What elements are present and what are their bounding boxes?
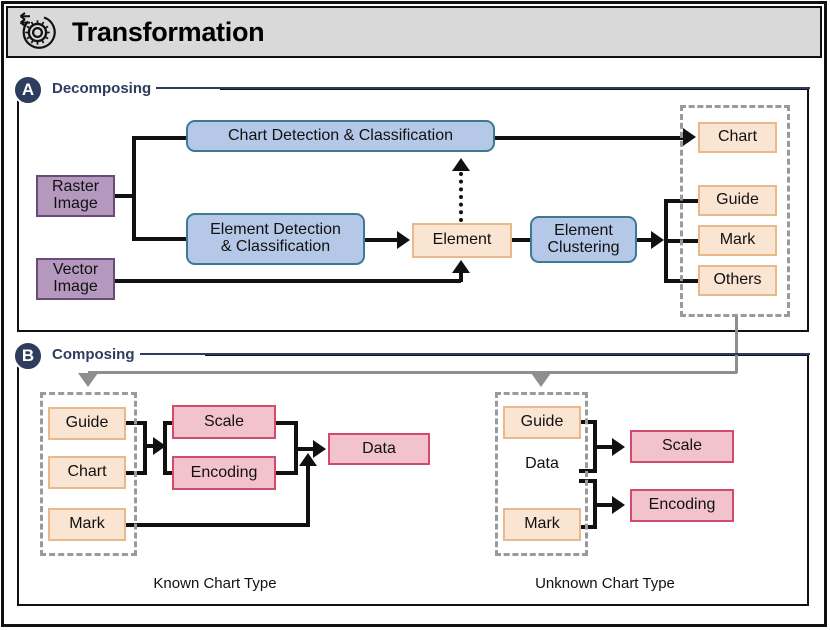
decomposing-outputs-group bbox=[680, 105, 790, 317]
gray-conn-horizontal bbox=[88, 371, 737, 374]
node-element-clustering[interactable]: Element Clustering bbox=[530, 216, 637, 263]
node-unknown-encoding[interactable]: Encoding bbox=[630, 489, 734, 522]
arrow-unknown-to-encoding bbox=[612, 496, 625, 514]
node-unknown-mark[interactable]: Mark bbox=[503, 508, 581, 541]
conn-known-to-data bbox=[294, 447, 316, 451]
conn-element-to-chartdet-dotted bbox=[459, 172, 463, 222]
node-unknown-guide[interactable]: Guide bbox=[503, 406, 581, 439]
conn-to-element-detection bbox=[132, 237, 188, 241]
gray-arrow-to-known-group bbox=[78, 373, 98, 387]
conn-vector-up bbox=[459, 272, 463, 282]
label-unknown-data: Data bbox=[525, 454, 559, 472]
section-label-decomposing: Decomposing bbox=[47, 80, 157, 97]
conn-unknown-guide-out bbox=[579, 420, 597, 424]
conn-known-mark-up bbox=[306, 466, 310, 526]
conn-known-merge-bus bbox=[143, 421, 147, 475]
node-known-encoding[interactable]: Encoding bbox=[172, 456, 276, 490]
conn-to-chart-detection bbox=[132, 136, 188, 140]
conn-elemdet-to-element bbox=[363, 238, 399, 242]
conn-unknown-data-out-top bbox=[579, 469, 597, 473]
raster-image-line1: Raster bbox=[51, 178, 100, 196]
transformation-gear-icon bbox=[19, 12, 56, 49]
element-detection-line2: & Classification bbox=[220, 238, 331, 255]
arrow-known-mark-to-data bbox=[299, 453, 317, 466]
section-label-composing: Composing bbox=[47, 346, 140, 363]
conn-unknown-mark-out bbox=[579, 525, 597, 529]
node-output-chart[interactable]: Chart bbox=[698, 122, 777, 153]
conn-unknown-to-encoding bbox=[593, 503, 615, 507]
element-detection-line1: Element Detection bbox=[210, 221, 341, 239]
element-clustering-line2: Clustering bbox=[547, 238, 620, 256]
conn-raster-out bbox=[114, 194, 136, 198]
conn-chartdet-to-chart bbox=[493, 136, 689, 140]
known-inputs-group bbox=[40, 392, 137, 556]
gray-arrow-to-unknown-group bbox=[531, 373, 551, 387]
node-known-scale[interactable]: Scale bbox=[172, 405, 276, 439]
node-known-data[interactable]: Data bbox=[328, 433, 430, 465]
section-badge-b: B bbox=[13, 341, 43, 371]
unknown-inputs-group bbox=[495, 392, 588, 556]
arrow-unknown-to-scale bbox=[612, 438, 625, 456]
vector-image-line1: Vector bbox=[52, 261, 99, 279]
conn-element-to-clustering bbox=[510, 238, 532, 242]
node-known-mark[interactable]: Mark bbox=[48, 508, 126, 541]
caption-known-chart-type: Known Chart Type bbox=[153, 575, 277, 592]
section-b-rule bbox=[134, 353, 810, 355]
node-output-mark[interactable]: Mark bbox=[698, 225, 777, 256]
caption-unknown-chart-type: Unknown Chart Type bbox=[535, 575, 675, 592]
conn-known-to-scale bbox=[163, 421, 175, 425]
conn-known-encoding-out bbox=[274, 471, 298, 475]
conn-vector-out bbox=[114, 279, 461, 283]
vector-image-line2: Image bbox=[53, 278, 98, 295]
conn-known-merge-out bbox=[143, 444, 157, 448]
conn-clustering-out bbox=[635, 238, 655, 242]
node-raster-image[interactable]: Raster Image bbox=[36, 175, 115, 217]
conn-known-scale-out bbox=[274, 421, 298, 425]
page-title: Transformation bbox=[72, 16, 265, 47]
node-known-chart[interactable]: Chart bbox=[48, 456, 126, 489]
conn-raster-bus bbox=[132, 136, 136, 241]
node-chart-detection-classification[interactable]: Chart Detection & Classification bbox=[186, 120, 495, 152]
conn-unknown-data-out-bottom bbox=[579, 479, 597, 483]
node-output-guide[interactable]: Guide bbox=[698, 185, 777, 216]
conn-known-to-encoding bbox=[163, 471, 175, 475]
node-known-guide[interactable]: Guide bbox=[48, 407, 126, 440]
arrow-chartdet-to-chart bbox=[683, 128, 696, 146]
title-bar: Transformation bbox=[6, 6, 822, 58]
arrow-elemdet-to-element bbox=[397, 231, 410, 249]
node-output-others[interactable]: Others bbox=[698, 265, 777, 296]
section-a-rule bbox=[146, 87, 810, 89]
section-composing-panel bbox=[17, 354, 809, 606]
arrow-clustering-out bbox=[651, 231, 664, 249]
node-unknown-scale[interactable]: Scale bbox=[630, 430, 734, 463]
raster-image-line2: Image bbox=[53, 195, 98, 212]
arrow-vector-to-element bbox=[452, 260, 470, 273]
gray-conn-down-from-outputs bbox=[735, 317, 738, 373]
conn-known-mark-out bbox=[124, 523, 310, 527]
node-element[interactable]: Element bbox=[412, 223, 512, 258]
node-vector-image[interactable]: Vector Image bbox=[36, 258, 115, 300]
arrow-known-merge bbox=[153, 437, 166, 455]
node-element-detection-classification[interactable]: Element Detection & Classification bbox=[186, 213, 365, 265]
conn-unknown-to-scale bbox=[593, 445, 615, 449]
section-badge-a: A bbox=[13, 75, 43, 105]
arrow-element-to-chartdet bbox=[452, 158, 470, 171]
element-clustering-line1: Element bbox=[554, 221, 613, 239]
